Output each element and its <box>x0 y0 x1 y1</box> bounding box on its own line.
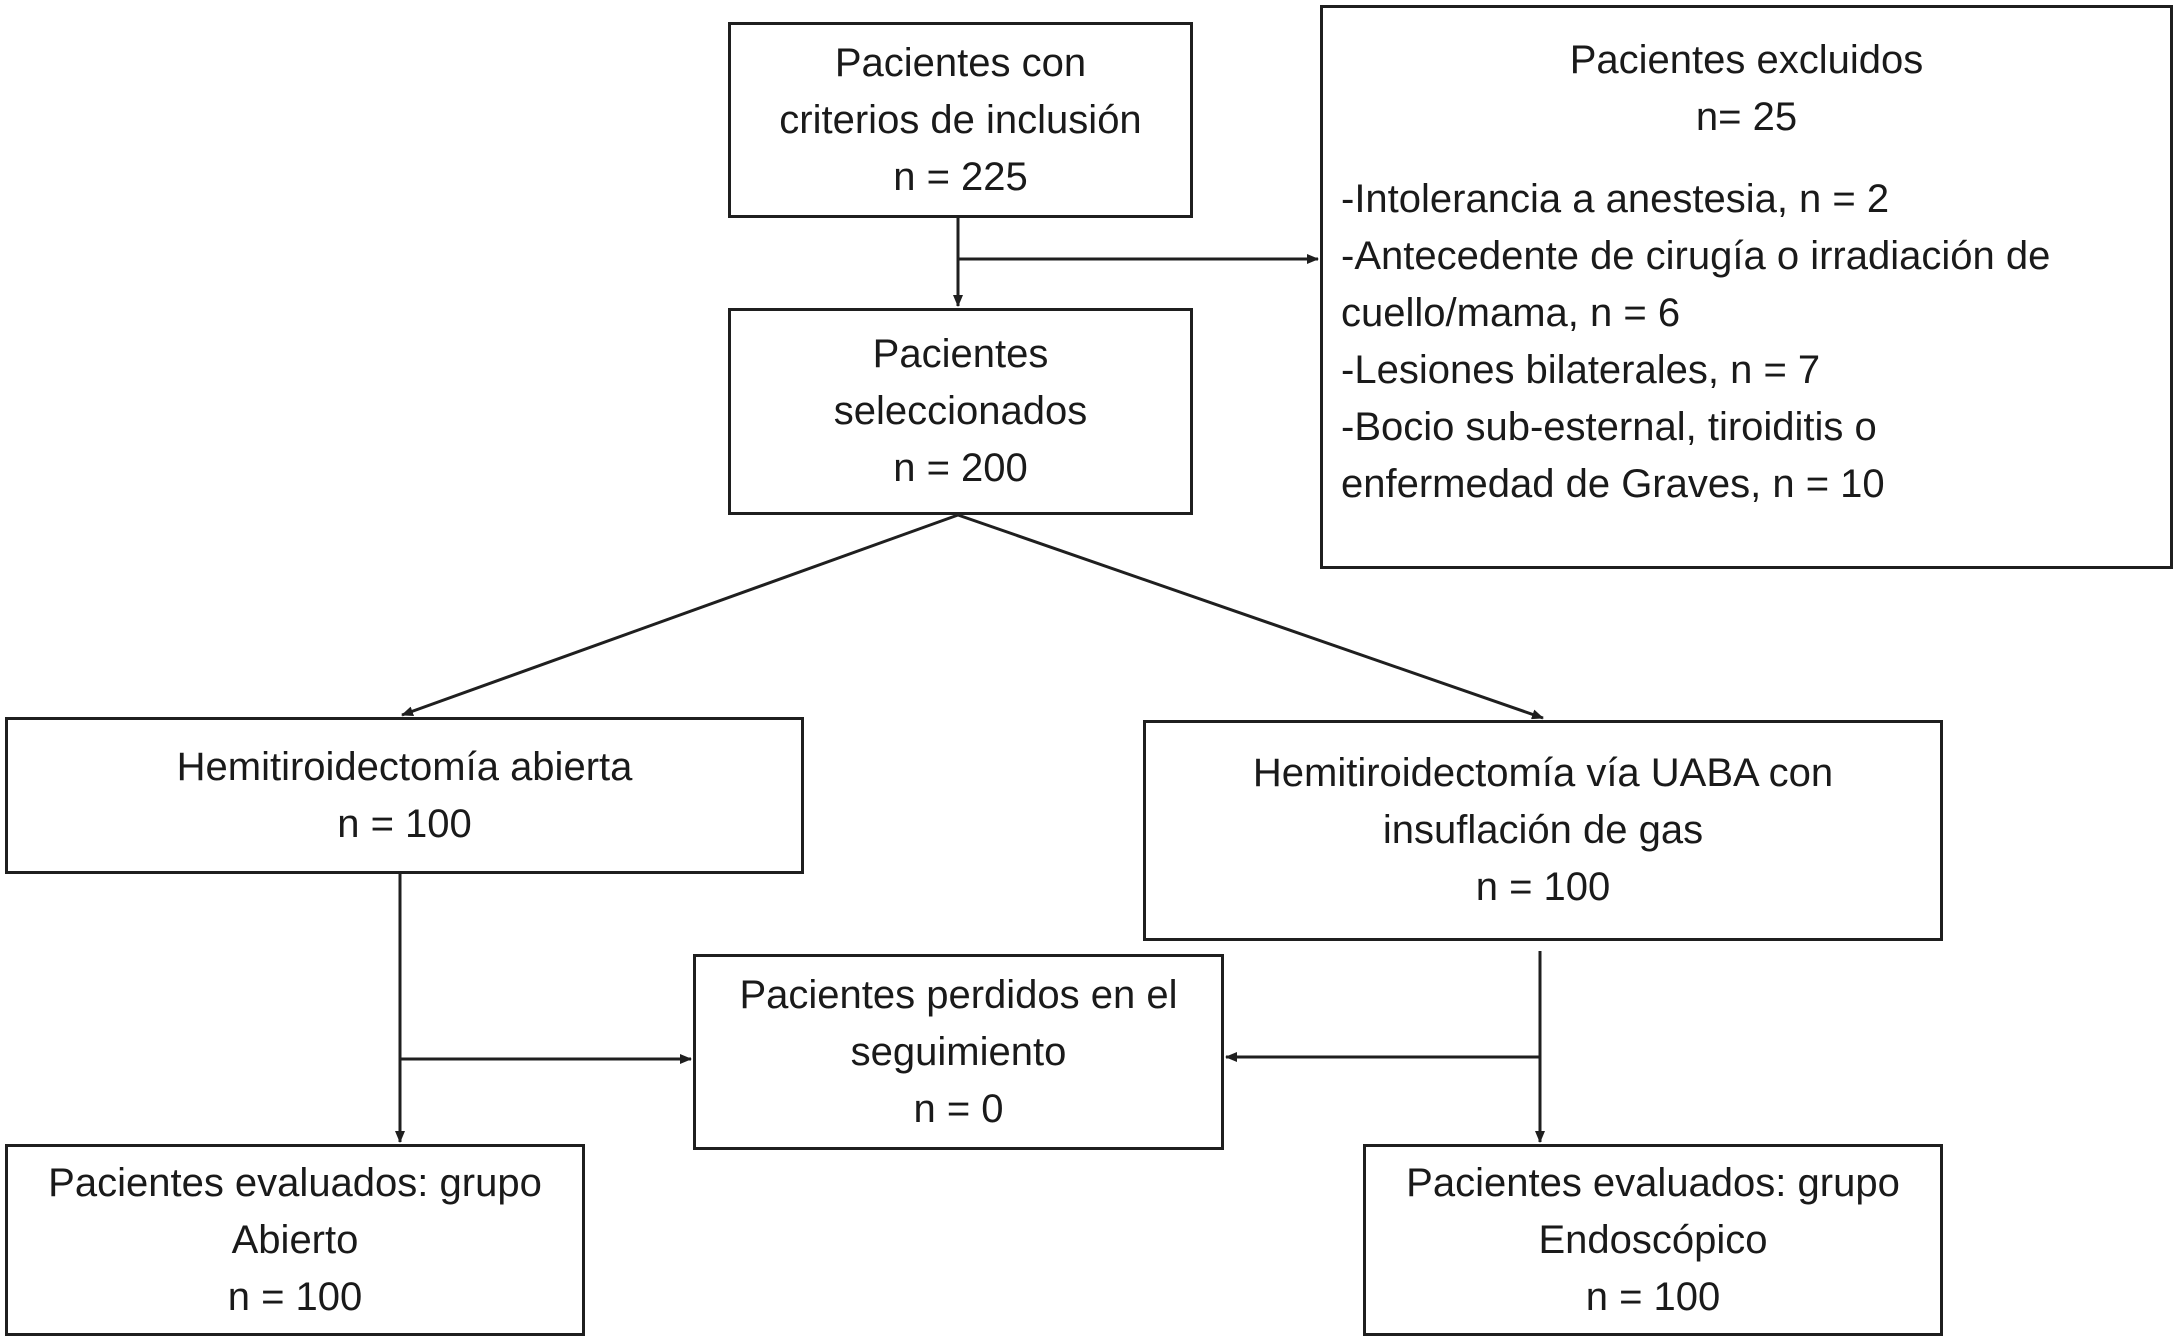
inclusion-line-2: criterios de inclusión <box>779 97 1142 142</box>
exclusion-reason: -Bocio sub-esternal, tiroiditis o <box>1341 405 1877 449</box>
inclusion-criteria-box: Pacientes con criterios de inclusión n =… <box>728 22 1193 218</box>
lost-count: n = 0 <box>913 1086 1004 1131</box>
lost-line-1: Pacientes perdidos en el <box>739 972 1178 1017</box>
selected-count: n = 200 <box>893 446 1028 490</box>
selected-line-2: seleccionados <box>833 389 1088 433</box>
exclusion-reason: cuello/mama, n = 6 <box>1341 291 1681 335</box>
lost-line-2: seguimiento <box>850 1029 1067 1074</box>
evaluated-open-group-box: Pacientes evaluados: grupo Abierto n = 1… <box>5 1144 585 1336</box>
arrow-selected-to-uaba <box>957 513 1544 720</box>
excluded-header: Pacientes excluidos n= 25 <box>1341 32 2170 146</box>
exclusion-reason: enfermedad de Graves, n = 10 <box>1341 462 1885 506</box>
selected-patients-box: Pacientes seleccionados n = 200 <box>728 308 1193 515</box>
exclusion-reasons-list: -Intolerancia a anestesia, n = 2 -Antece… <box>1341 171 2170 513</box>
inclusion-line-1: Pacientes con <box>834 40 1087 85</box>
lost-to-followup-box: Pacientes perdidos en el seguimiento n =… <box>693 954 1224 1150</box>
excluded-patients-box: Pacientes excluidos n= 25 -Intolerancia … <box>1320 5 2173 569</box>
open-line-1: Hemitiroidectomía abierta <box>176 744 633 789</box>
exclusion-reason: -Intolerancia a anestesia, n = 2 <box>1341 177 1890 221</box>
eval-open-line-2: Abierto <box>231 1217 359 1262</box>
inclusion-count: n = 225 <box>893 154 1028 199</box>
exclusion-reason: -Lesiones bilaterales, n = 7 <box>1341 348 1821 392</box>
open-hemithyroidectomy-box: Hemitiroidectomía abierta n = 100 <box>5 717 804 874</box>
open-count: n = 100 <box>337 801 472 846</box>
evaluated-endoscopic-group-box: Pacientes evaluados: grupo Endoscópico n… <box>1363 1144 1943 1336</box>
eval-open-line-1: Pacientes evaluados: grupo <box>48 1160 542 1205</box>
uaba-line-2: insuflación de gas <box>1382 808 1704 852</box>
uaba-count: n = 100 <box>1475 865 1611 909</box>
selected-line-1: Pacientes <box>872 332 1049 376</box>
eval-endo-line-2: Endoscópico <box>1538 1217 1768 1262</box>
uaba-hemithyroidectomy-box: Hemitiroidectomía vía UABA con insuflaci… <box>1143 720 1943 941</box>
excluded-title: Pacientes excluidos <box>1569 38 1924 82</box>
excluded-count: n= 25 <box>1695 95 1798 139</box>
eval-endo-line-1: Pacientes evaluados: grupo <box>1406 1160 1900 1205</box>
eval-endo-count: n = 100 <box>1585 1274 1721 1319</box>
uaba-line-1: Hemitiroidectomía vía UABA con <box>1252 751 1834 795</box>
arrow-selected-to-open <box>401 513 959 717</box>
eval-open-count: n = 100 <box>227 1274 363 1319</box>
exclusion-reason: -Antecedente de cirugía o irradiación de <box>1341 234 2051 278</box>
